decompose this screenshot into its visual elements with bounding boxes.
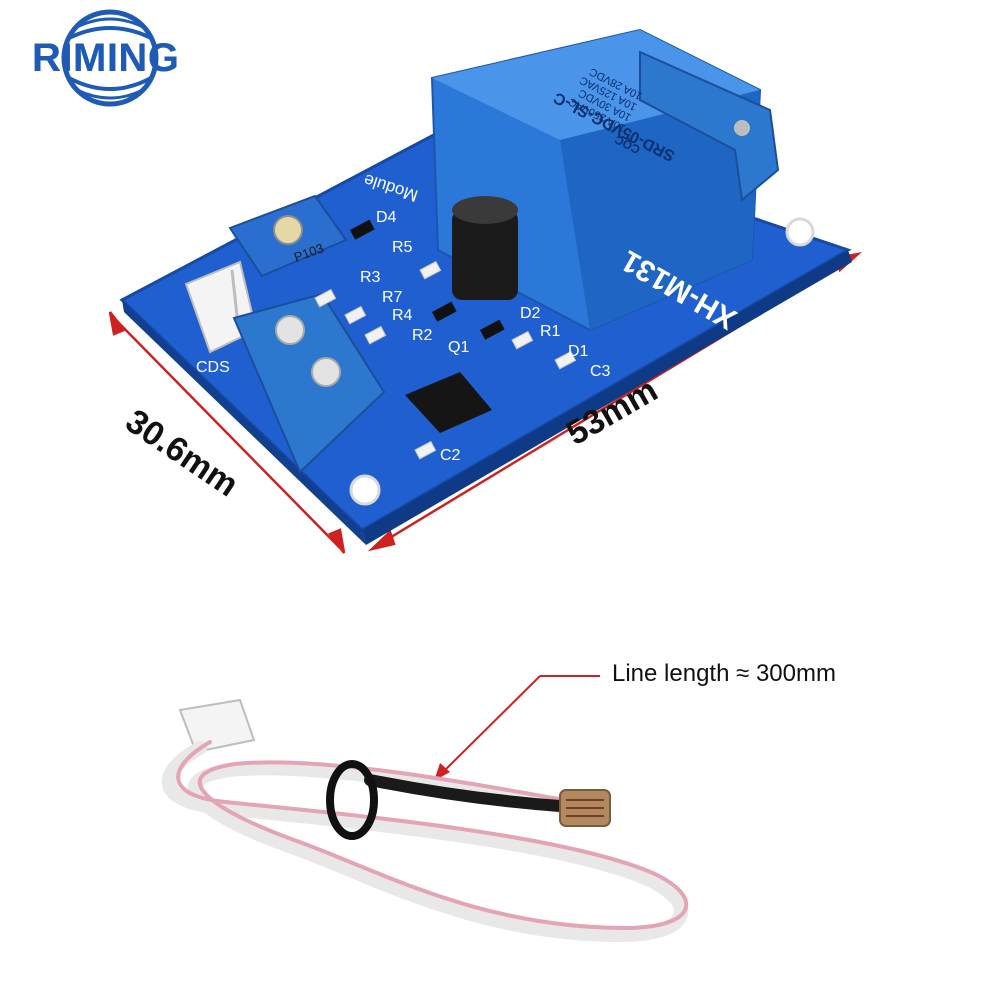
silk-d2: D2 bbox=[520, 305, 541, 322]
smd-resistors bbox=[314, 260, 577, 460]
silk-r3: R3 bbox=[360, 269, 381, 286]
pcb-edge bbox=[362, 250, 852, 545]
photoresistor-sensor-cable bbox=[161, 675, 689, 943]
cable-red-stripe bbox=[176, 740, 689, 931]
electrolytic-capacitor bbox=[452, 196, 518, 300]
smd-diodes bbox=[350, 219, 505, 340]
silk-r4: R4 bbox=[392, 307, 413, 324]
cable-white bbox=[161, 741, 689, 943]
ic-chip bbox=[405, 372, 492, 433]
cable-heatshrink bbox=[364, 774, 566, 812]
relay-module-board: XH-M131 Module P103 D4 R5 R3 R7 R2 R1 R4… bbox=[119, 28, 852, 545]
brand-name: RIMING bbox=[32, 36, 180, 80]
silk-d4: D4 bbox=[376, 209, 397, 226]
height-dimension-line bbox=[113, 317, 341, 549]
potentiometer bbox=[228, 194, 348, 278]
mounting-hole bbox=[785, 217, 815, 247]
arrow-icon bbox=[108, 311, 127, 336]
silk-r1: R1 bbox=[540, 323, 561, 340]
riming-logo-globe-icon bbox=[61, 9, 159, 107]
photoresistor-head bbox=[559, 789, 611, 827]
relay-terminal-block bbox=[639, 50, 780, 202]
silk-r7: R7 bbox=[382, 289, 403, 306]
silk-r5: R5 bbox=[392, 239, 413, 256]
length-callout-line bbox=[434, 675, 600, 781]
mounting-hole bbox=[349, 474, 381, 506]
silk-c2: C2 bbox=[440, 447, 461, 464]
arrow-icon bbox=[367, 529, 396, 552]
input-terminal-block bbox=[232, 292, 386, 474]
jst-plug bbox=[178, 698, 256, 754]
arrow-icon bbox=[328, 528, 346, 554]
cable-tie bbox=[326, 760, 378, 840]
silk-cds: CDS bbox=[196, 359, 230, 376]
silk-c3: C3 bbox=[590, 363, 611, 380]
silk-q1: Q1 bbox=[448, 339, 469, 356]
line-length-label: Line length ≈ 300mm bbox=[612, 660, 836, 687]
silk-r2: R2 bbox=[412, 327, 433, 344]
silk-d1: D1 bbox=[568, 343, 589, 360]
